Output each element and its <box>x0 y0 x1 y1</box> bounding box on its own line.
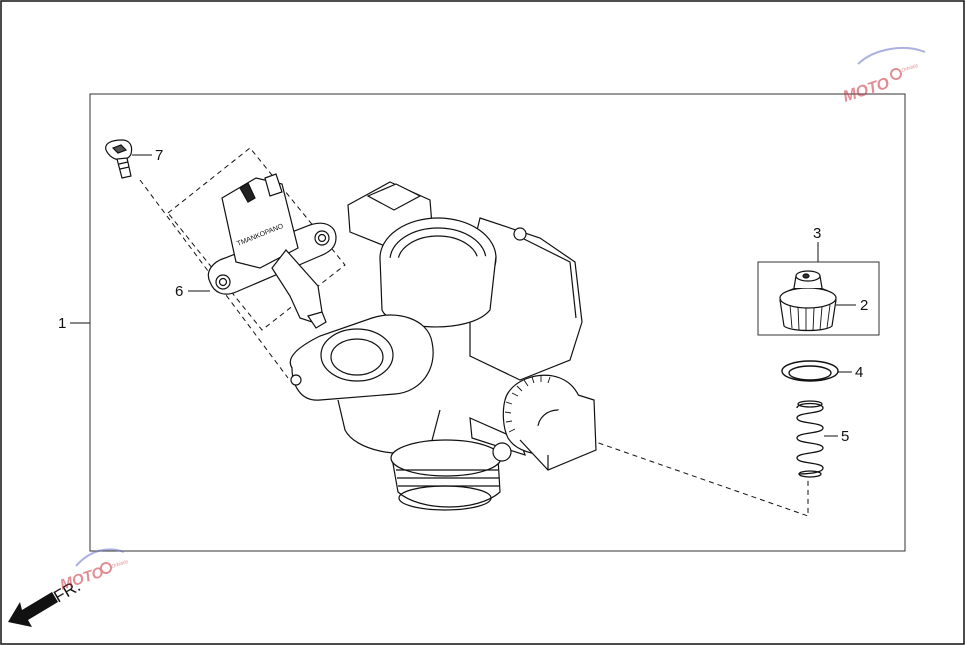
callout-4: 4 <box>855 364 863 381</box>
watermark-logo-text-2: MOTO <box>58 564 106 594</box>
callout-leaders <box>70 154 856 437</box>
adjust-knob <box>779 270 837 332</box>
throttle-position-sensor: TMANKOPANO <box>207 173 337 329</box>
throttle-body <box>289 181 597 511</box>
callout-1: 1 <box>58 315 66 332</box>
callout-6: 6 <box>175 283 183 300</box>
callout-2: 2 <box>860 297 868 314</box>
watermark-swoosh-icon-2 <box>75 548 125 567</box>
o-ring <box>781 360 839 382</box>
watermark-tag-text-2: Orbitals <box>111 559 130 570</box>
bolt <box>105 139 133 179</box>
callout-7: 7 <box>155 147 163 164</box>
front-arrow-icon <box>8 592 58 627</box>
sensor-guide-box <box>167 147 346 331</box>
spring <box>796 400 824 478</box>
spring-guide-line <box>589 439 809 517</box>
watermark-logo-bottom: MOTO Orbitals <box>58 548 130 594</box>
watermark-tag-text: Orbitals <box>901 63 920 74</box>
guide-lines <box>139 147 809 517</box>
watermark-gear-icon-2 <box>100 562 112 574</box>
watermark-logo-text: MOTO <box>841 75 892 106</box>
callout-3: 3 <box>813 225 821 242</box>
watermark-swoosh-icon <box>857 47 926 65</box>
watermark-gear-icon <box>890 68 902 80</box>
callout-5: 5 <box>841 428 849 445</box>
watermark-logo-top: MOTO Orbitals <box>841 47 926 106</box>
